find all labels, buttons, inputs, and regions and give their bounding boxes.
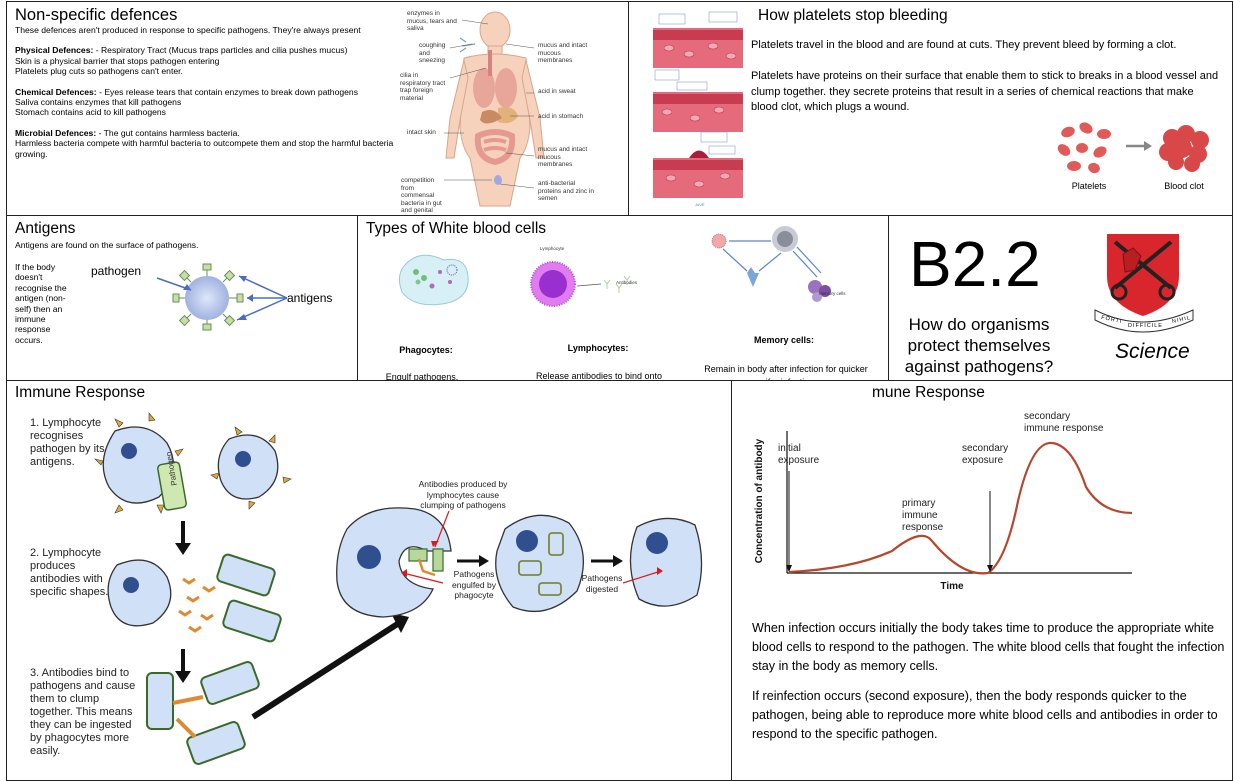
label-mucus-2: mucus and intact mucous membranes xyxy=(538,146,588,168)
chemical-line-2: Saliva contains enzymes that kill pathog… xyxy=(15,97,182,108)
antibody-process-diagram: Pathogen xyxy=(94,412,703,765)
chemical-line-3: Stomach contains acid to kill pathogens xyxy=(15,107,166,118)
memory-heading: Memory cells: xyxy=(753,335,815,345)
step-1: 1. Lymphocyte recognises pathogen by its… xyxy=(30,417,105,468)
initial-exposure-arrowhead xyxy=(786,565,792,572)
school-crest-logo xyxy=(1094,234,1194,333)
clump-label: Antibodies produced by lymphocytes cause… xyxy=(418,479,508,510)
label-coughing: coughing and sneezing xyxy=(419,42,446,64)
phagocyte-icon xyxy=(398,254,469,306)
label-intact-skin: intact skin xyxy=(407,129,436,136)
chemical-line-1: - Eyes release tears that contain enzyme… xyxy=(96,86,358,97)
brand-panel: B2.2 How do organisms protect themselves… xyxy=(888,215,1233,381)
blood-vessel-diagram: JoVE xyxy=(653,11,743,207)
lymphocyte-icon xyxy=(530,261,631,307)
secondary-exposure-arrowhead xyxy=(987,565,993,572)
physical-line-1: - Respiratory Tract (Mucus traps particl… xyxy=(93,45,348,56)
label-enzymes: enzymes in mucus, tears and saliva xyxy=(407,10,457,32)
chemical-heading: Chemical Defences: xyxy=(15,86,97,97)
label-pathogen: pathogen xyxy=(91,264,142,278)
memory-cells-icon xyxy=(711,226,831,302)
platelets-title: How platelets stop bleeding xyxy=(758,7,948,24)
tiny-antibodies-label: Antibodies xyxy=(616,280,638,285)
unit-code: B2.2 xyxy=(909,228,1041,300)
nonspecific-title: Non-specific defences xyxy=(15,6,178,24)
label-stomach: acid in stomach xyxy=(538,113,584,120)
graph-para-1: When infection occurs initially the body… xyxy=(752,621,1225,673)
nonspecific-panel: Non-specific defences These defences are… xyxy=(6,1,629,222)
label-cilia: cilia in respiratory tract trap foreign … xyxy=(400,72,446,102)
platelets-para-2: Platelets have proteins on their surface… xyxy=(751,70,1219,113)
motto-mid: DIFFICILE xyxy=(1128,323,1163,329)
wbc-title: Types of White blood cells xyxy=(366,220,547,237)
microbial-line-2: Harmless bacteria compete with harmful b… xyxy=(15,138,394,159)
platelets-to-clot-diagram xyxy=(1057,122,1209,174)
antigens-panel: Antigens Antigens are found on the surfa… xyxy=(6,215,358,381)
label-platelets: Platelets xyxy=(1071,181,1107,191)
phagocytes-desc: Engulf pathogens. xyxy=(385,372,459,382)
step-2: 2. Lymphocyte produces antibodies with s… xyxy=(30,547,109,598)
body-defences-diagram xyxy=(444,11,545,207)
microbial-line-1: - The gut contains harmless bacteria. xyxy=(96,127,240,138)
antigens-title: Antigens xyxy=(15,220,76,237)
nonspecific-text: These defences aren't produced in respon… xyxy=(15,25,395,159)
physical-heading: Physical Defences: xyxy=(15,45,94,56)
graph-para-2: If reinfection occurs (second exposure),… xyxy=(752,689,1218,741)
x-axis-label: Time xyxy=(940,581,964,592)
antibody-curve xyxy=(788,441,1133,575)
lymphocytes-heading: Lymphocytes: xyxy=(567,343,629,353)
y-axis-label: Concentration of antibody xyxy=(754,438,765,563)
antigens-line-1: Antigens are found on the surface of pat… xyxy=(15,240,199,250)
microbial-heading: Microbial Defences: xyxy=(15,127,97,138)
engulfed-label: Pathogens engulfed by phagocyte xyxy=(452,569,496,600)
physical-line-3: Platelets plug cuts so pathogens can't e… xyxy=(15,66,183,77)
digested-label: Pathogens digested xyxy=(581,573,623,594)
phagocytes-heading: Phagocytes: xyxy=(399,345,453,355)
svg-text:JoVE: JoVE xyxy=(695,202,705,207)
antigens-line-2: If the body doesn't recognise the antige… xyxy=(15,262,67,345)
nonspecific-intro: These defences aren't produced in respon… xyxy=(15,25,361,35)
label-blood-clot: Blood clot xyxy=(1164,181,1204,191)
immune-panel: Immune Response 1. Lymphocyte recognises… xyxy=(6,380,732,781)
tiny-memory-label: Memory cells xyxy=(819,291,846,296)
step-3: 3. Antibodies bind to pathogens and caus… xyxy=(30,667,136,757)
subject-label: Science xyxy=(1115,340,1190,363)
platelets-panel: JoVE How platelets stop bleeding Platele… xyxy=(628,1,1233,216)
unit-question: How do organisms protect themselves agai… xyxy=(904,315,1054,376)
tiny-lymphocyte-label: Lymphocyte xyxy=(540,246,565,251)
label-mucus-1: mucus and intact mucous membranes xyxy=(538,42,588,64)
antigen-diagram xyxy=(156,263,288,331)
physical-line-2: Skin is a physical barrier that stops pa… xyxy=(15,55,220,66)
wbc-panel: Types of White blood cells Lymphocyte An… xyxy=(357,215,889,393)
immune-title: Immune Response xyxy=(15,384,146,401)
label-antigens: antigens xyxy=(287,291,333,305)
platelets-para-1: Platelets travel in the blood and are fo… xyxy=(751,39,1177,51)
graph-title: mune Response xyxy=(872,384,985,401)
label-antibacterial: anti-bacterial proteins and zinc in seme… xyxy=(538,180,595,202)
label-sweat: acid in sweat xyxy=(538,88,576,95)
